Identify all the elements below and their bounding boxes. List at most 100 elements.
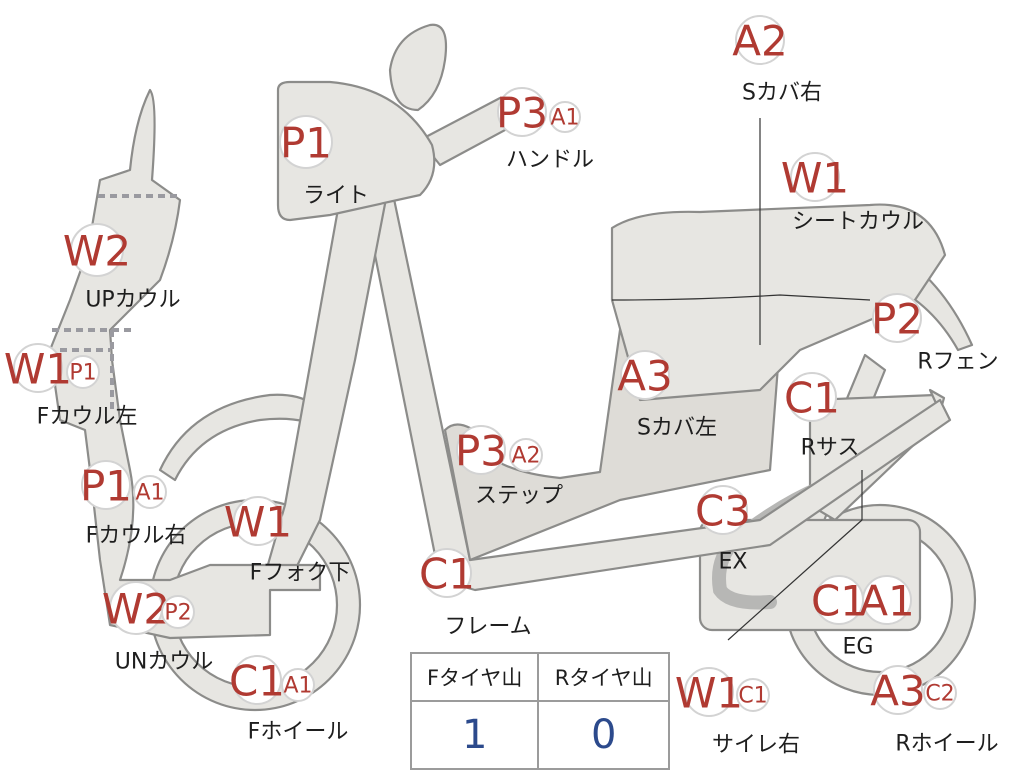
part-label: Sカバ右 <box>742 81 822 106</box>
badge-code: P3 <box>496 89 548 138</box>
part-label: サイレ右 <box>712 733 800 758</box>
badge-circle <box>133 475 167 509</box>
part-label: EG <box>843 635 874 660</box>
badge-circle <box>279 115 333 169</box>
badge-circle <box>684 667 734 717</box>
r-tire-value: 0 <box>537 700 670 770</box>
badge-code: P1 <box>69 361 96 386</box>
badge-circle <box>736 678 770 712</box>
annotation-light: P1 ライト <box>279 115 369 209</box>
badge-code: A2 <box>511 444 540 469</box>
badge-code: W1 <box>4 345 72 394</box>
part-label: ライト <box>303 184 369 209</box>
badge-circle <box>81 460 131 510</box>
part-label: Fカウル右 <box>86 524 187 549</box>
part-label: EX <box>719 550 748 575</box>
part-label: Sカバ左 <box>637 416 717 441</box>
badge-circle <box>232 655 282 705</box>
badge-circle <box>281 668 315 702</box>
badge-circle <box>735 15 785 65</box>
badge-circle <box>233 496 283 546</box>
badge-code: P1 <box>80 462 132 511</box>
part-label: UNカウル <box>115 650 214 675</box>
part-label: Rフェン <box>917 350 998 375</box>
part-label: ステップ <box>475 484 563 509</box>
badge-code: P3 <box>455 427 507 476</box>
badge-circle <box>456 425 506 475</box>
badge-code: W2 <box>102 585 170 634</box>
badge-code: C1 <box>419 550 475 599</box>
badge-code: C1 <box>229 657 285 706</box>
badge-code: A1 <box>135 481 164 506</box>
f-tire-value: 1 <box>409 700 540 770</box>
badge-circle <box>698 485 748 535</box>
badge-code: C1 <box>811 577 867 626</box>
badge-code: W1 <box>224 498 292 547</box>
badge-circle <box>923 676 957 710</box>
annotation-seat-cowl: W1 シートカウル <box>781 152 924 235</box>
badge-circle <box>872 293 922 343</box>
part-label: フレーム <box>444 615 531 640</box>
badge-code: A1 <box>283 674 312 699</box>
badge-circle <box>13 343 63 393</box>
part-label: Rサス <box>801 436 860 461</box>
badge-circle <box>790 152 840 202</box>
badge-code: P1 <box>280 119 332 168</box>
headlight-shape <box>276 80 436 222</box>
badge-code: C3 <box>695 487 751 536</box>
badge-code: A2 <box>732 17 787 66</box>
badge-code: C1 <box>784 374 840 423</box>
windscreen-shape <box>388 23 448 112</box>
annotation-frame: C1 フレーム <box>419 548 532 640</box>
badge-circle <box>66 355 100 389</box>
part-label: シートカウル <box>792 210 924 235</box>
badge-code: A3 <box>617 352 672 401</box>
tire-tread-table: Fタイヤ山 Rタイヤ山 1 0 <box>409 652 670 770</box>
badge-code: W1 <box>675 669 743 718</box>
part-label: Fフォク下 <box>250 561 351 586</box>
badge-circle <box>422 548 472 598</box>
badge-code: P2 <box>164 601 191 626</box>
part-label: Rホイール <box>895 732 998 757</box>
part-label: ハンドル <box>506 148 594 173</box>
badge-circle <box>161 595 195 629</box>
badge-circle <box>787 372 837 422</box>
badge-code: A3 <box>870 667 925 716</box>
badge-code: C2 <box>925 682 954 707</box>
badge-circle <box>70 223 124 277</box>
r-tire-header: Rタイヤ山 <box>537 652 670 702</box>
part-label: Fカウル左 <box>37 405 138 430</box>
badge-code: P2 <box>871 295 923 344</box>
badge-circle <box>509 438 543 472</box>
badge-code: W1 <box>781 154 849 203</box>
part-label: Fホイール <box>248 720 349 745</box>
badge-circle <box>549 101 581 133</box>
badge-code: A1 <box>550 106 579 131</box>
badge-circle <box>620 350 670 400</box>
f-tire-header: Fタイヤ山 <box>409 652 540 702</box>
part-label: UPカウル <box>85 288 180 313</box>
badge-code: A1 <box>859 577 914 626</box>
badge-code: W2 <box>63 227 131 276</box>
badge-code: C1 <box>738 684 767 709</box>
badge-circle <box>873 665 923 715</box>
badge-circle <box>497 87 547 137</box>
